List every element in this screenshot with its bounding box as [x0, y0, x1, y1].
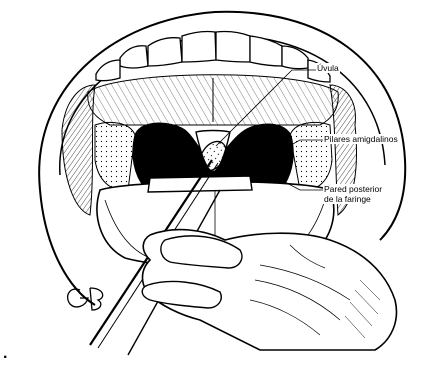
right-tonsillar-pillar	[290, 122, 332, 190]
label-tonsillar-pillars: Pilares amigdalinos	[323, 134, 399, 144]
trailing-period: .	[3, 345, 7, 363]
left-tonsillar-pillar	[95, 122, 135, 190]
label-posterior-pharyngeal-wall-line1: Pared posterior	[323, 184, 383, 194]
label-posterior-pharyngeal-wall-line2: de la faringe	[323, 194, 372, 204]
label-uvula: Úvula	[316, 63, 340, 73]
left-cheek-inner	[62, 85, 95, 215]
